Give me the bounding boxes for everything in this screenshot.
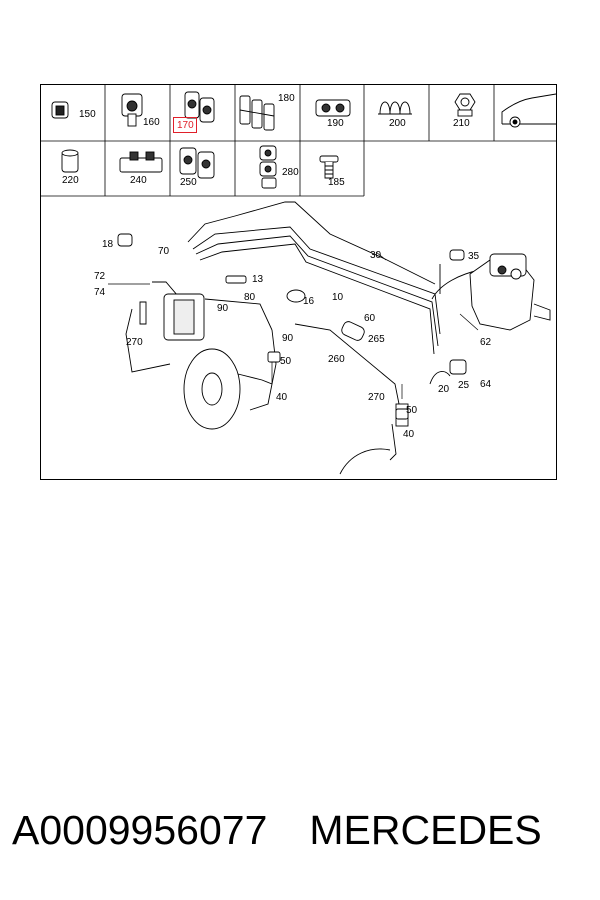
hose-20-25: [429, 359, 467, 385]
part-number: A0009956077: [12, 807, 268, 853]
highlight-box-170: [173, 117, 197, 133]
diagram-frame: [40, 84, 557, 480]
product-caption: A0009956077 MERCEDES: [12, 806, 592, 854]
callout: 13: [252, 274, 264, 285]
callout: 16: [303, 296, 315, 307]
part-icon-240: [119, 151, 163, 173]
part-label: 150: [79, 109, 96, 120]
brake-disc-front: [183, 348, 273, 430]
part-label: 210: [453, 118, 470, 129]
car-outline-icon: [501, 93, 557, 128]
callout: 80: [244, 292, 256, 303]
part-icon-180: [239, 95, 275, 131]
part-label: 240: [130, 175, 147, 186]
part-icon-160: [121, 93, 143, 127]
abs-unit: [469, 253, 551, 331]
callout: 270: [126, 337, 143, 348]
callout: 30: [370, 250, 382, 261]
callout: 10: [332, 292, 344, 303]
part-icon-210: [454, 93, 476, 117]
callout: 50: [280, 356, 292, 367]
callout: 62: [480, 337, 492, 348]
callout: 60: [364, 313, 376, 324]
callout: 70: [158, 246, 170, 257]
callout: 72: [94, 271, 106, 282]
part-label: 200: [389, 118, 406, 129]
part-icon-170: [184, 91, 215, 123]
fittings: [117, 233, 465, 420]
part-icon-185: [319, 155, 339, 179]
part-icon-220: [61, 149, 79, 173]
part-label-highlighted: 170: [177, 120, 194, 131]
parts-grid-lines: [40, 84, 557, 197]
callout: 90: [217, 303, 229, 314]
callout: 40: [403, 429, 415, 440]
part-label: 250: [180, 177, 197, 188]
callout: 40: [276, 392, 288, 403]
part-label: 190: [327, 118, 344, 129]
callout: 20: [438, 384, 450, 395]
callout: 265: [368, 334, 385, 345]
callout: 18: [102, 239, 114, 250]
part-label: 220: [62, 175, 79, 186]
callout: 35: [468, 251, 480, 262]
callout: 74: [94, 287, 106, 298]
leader-lines: [108, 251, 479, 399]
diagram-drawing: [40, 84, 557, 480]
part-label: 180: [278, 93, 295, 104]
callout: 270: [368, 392, 385, 403]
part-icon-200: [378, 101, 412, 115]
callout: 90: [282, 333, 294, 344]
part-label: 160: [143, 117, 160, 128]
brake-lines: [125, 201, 481, 410]
brand-name: MERCEDES: [309, 807, 542, 853]
part-icon-250: [179, 147, 215, 179]
parts-diagram: 150 160 170 180 190 200 210 220 240 250 …: [40, 84, 557, 480]
part-icon-150: [51, 101, 69, 119]
brake-caliper-left: [139, 293, 205, 341]
part-icon-190: [315, 99, 351, 117]
callout: 64: [480, 379, 492, 390]
part-label: 280: [282, 167, 299, 178]
callout: 260: [328, 354, 345, 365]
callout: 25: [458, 380, 470, 391]
part-label: 185: [328, 177, 345, 188]
callout: 50: [406, 405, 418, 416]
part-icon-280: [259, 145, 277, 189]
